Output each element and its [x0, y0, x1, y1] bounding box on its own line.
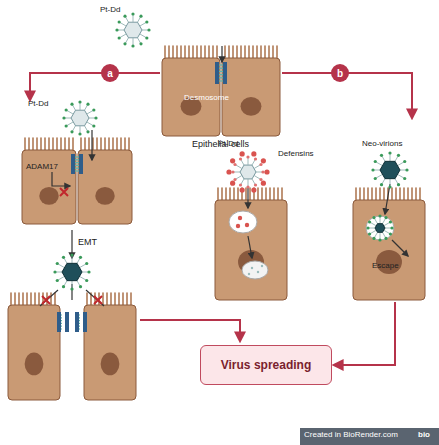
virus-label: Neo-virions	[362, 140, 402, 149]
epithelial-cell	[8, 293, 60, 400]
arrow-line	[52, 172, 70, 186]
branch-letter: b	[331, 64, 349, 82]
arrow-line	[91, 130, 92, 160]
arrow-line	[71, 230, 72, 258]
virus-particle	[366, 214, 393, 241]
arrow-line	[30, 73, 160, 100]
watermark: Created in BioRender.com	[304, 431, 398, 440]
arrow-line	[248, 236, 252, 258]
desmosome	[215, 62, 227, 84]
arrow-line	[282, 73, 412, 118]
enzyme-label: ADAM17	[26, 163, 58, 172]
arrow-line	[385, 184, 390, 214]
desmosome	[75, 312, 87, 332]
node-text: b	[337, 68, 343, 79]
outcome-box: Virus spreading	[200, 345, 332, 385]
epithelial-cell	[222, 46, 280, 136]
structure-label: Desmosome	[184, 94, 229, 103]
arrow-line	[40, 290, 58, 306]
arrow-line	[334, 302, 395, 365]
arrow-line	[392, 240, 408, 256]
virus-particle	[371, 151, 408, 188]
epithelial-cell	[162, 46, 220, 136]
peptide-label: Defensins	[278, 150, 314, 159]
epithelial-cell	[22, 138, 76, 224]
arrow-line	[247, 186, 248, 208]
node-text: Virus spreading	[221, 358, 311, 372]
virus-particle	[53, 253, 90, 290]
node-text: a	[107, 68, 113, 79]
epithelial-cell	[78, 138, 132, 224]
watermark: bio	[418, 431, 430, 440]
epithelial-cell	[84, 293, 136, 400]
virus-label: Pt-Dd	[28, 100, 48, 109]
process-label: Escape	[372, 262, 399, 271]
virus-particle	[115, 12, 150, 47]
watermark-bar	[300, 428, 439, 445]
block-mark	[60, 188, 68, 196]
arrow-line	[140, 320, 240, 341]
epithelial-cell	[215, 188, 287, 300]
virus-particle	[226, 151, 269, 192]
virus-label: Pt-Dd	[218, 140, 238, 149]
desmosome	[71, 154, 83, 174]
virus-particle	[62, 100, 97, 135]
desmosome	[57, 312, 69, 332]
epithelial-cell	[353, 188, 425, 300]
process-label: EMT	[78, 238, 97, 248]
arrow-line	[86, 290, 104, 306]
branch-letter: a	[101, 64, 119, 82]
virus-label: Pt-Dd	[100, 6, 120, 15]
block-mark	[94, 296, 102, 304]
block-mark	[42, 296, 50, 304]
arrow-line	[221, 46, 222, 62]
